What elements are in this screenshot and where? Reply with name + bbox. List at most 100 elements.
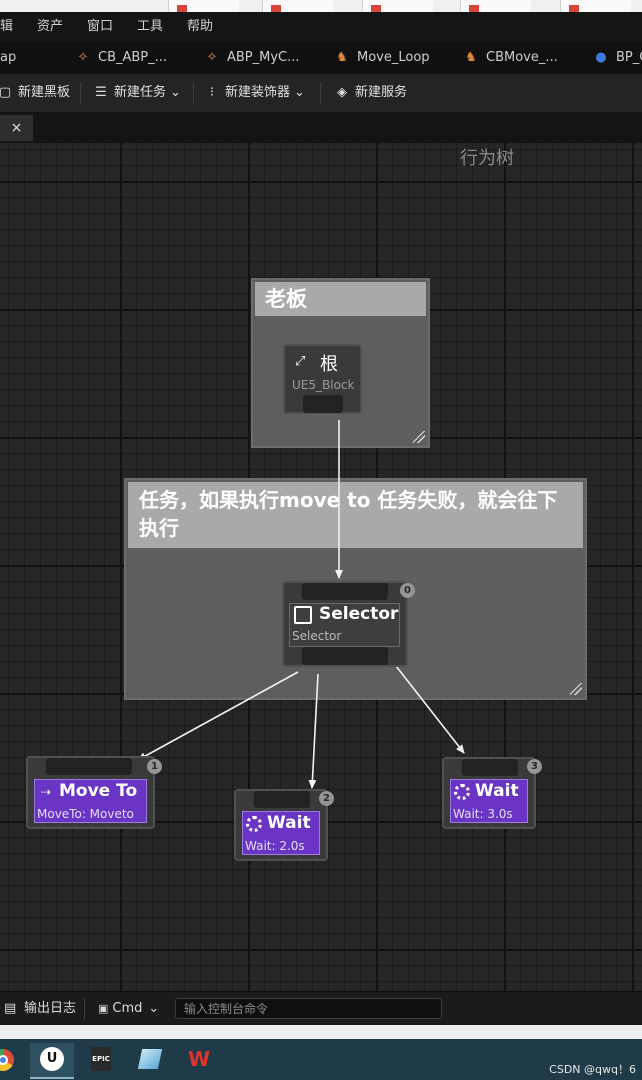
windows-taskbar: U EPIC W CSDN @qwq！6 xyxy=(0,1039,642,1080)
root-node[interactable]: ⤢ 根 UE5_Block xyxy=(283,344,362,414)
chevron-down-icon: ⌄ xyxy=(148,1001,160,1016)
selector-body: Selector Selector xyxy=(289,603,400,647)
asset-tab-label: CB_ABP_... xyxy=(98,50,168,65)
browser-tab[interactable] xyxy=(460,0,531,12)
menu-tools[interactable]: 工具 xyxy=(137,19,164,34)
execution-order-badge: 0 xyxy=(400,583,415,598)
comment-title: 老板 xyxy=(255,282,426,316)
task-title: Wait xyxy=(475,781,519,801)
task-list-icon: ☰ xyxy=(95,85,107,100)
wps-taskbar-button[interactable]: W xyxy=(177,1043,221,1077)
browser-tab[interactable] xyxy=(362,0,433,12)
animation-blueprint-icon: ✧ xyxy=(206,50,218,65)
resize-handle-icon[interactable] xyxy=(570,683,582,695)
new-service-label: 新建服务 xyxy=(355,85,408,100)
menu-bar: 辑 资产 窗口 工具 帮助 xyxy=(0,12,642,42)
root-icon: ⤢ xyxy=(295,354,306,369)
new-service-button[interactable]: ◈新建服务 xyxy=(333,74,407,112)
asset-tab[interactable]: ap xyxy=(0,42,36,74)
asset-tab-label: CBMove_... xyxy=(486,50,558,65)
new-task-label: 新建任务 xyxy=(114,85,167,100)
browser-tab-strip xyxy=(0,0,642,12)
epic-taskbar-button[interactable]: EPIC xyxy=(79,1043,123,1077)
task-title: Move To xyxy=(59,781,138,801)
new-decorator-label: 新建装饰器 xyxy=(225,85,291,100)
decorator-icon: ⁝ xyxy=(209,85,215,100)
unreal-taskbar-button[interactable]: U xyxy=(30,1043,74,1079)
menu-help[interactable]: 帮助 xyxy=(187,19,214,34)
terminal-icon: ▣ xyxy=(98,1002,109,1015)
chrome-taskbar-button[interactable] xyxy=(0,1043,24,1077)
output-log-button[interactable]: ▤输出日志 xyxy=(4,992,76,1026)
menu-window[interactable]: 窗口 xyxy=(87,19,114,34)
move-to-icon: ⇢ xyxy=(40,785,52,799)
close-icon[interactable]: × xyxy=(0,115,33,141)
toolbar: ▢新建黑板 ☰新建任务⌄ ⁝新建装饰器⌄ ◈新建服务 xyxy=(0,74,642,113)
behavior-tree-graph[interactable]: 行为树 老板 任务，如果执行move to 任务失败，就会往下执行 ⤢ 根 UE… xyxy=(0,143,642,991)
chevron-down-icon: ⌄ xyxy=(170,85,181,100)
toolbar-divider xyxy=(80,82,81,104)
task-subtitle: Wait: 3.0s xyxy=(453,807,513,821)
console-command-input[interactable]: 输入控制台命令 xyxy=(175,998,442,1019)
root-subtitle: UE5_Block xyxy=(292,378,355,392)
execution-order-badge: 3 xyxy=(527,759,542,774)
edge-selector-wait-2 xyxy=(308,673,319,789)
chrome-icon-center xyxy=(0,1055,8,1065)
asset-tab[interactable]: ● BP_C xyxy=(592,42,642,74)
task-node-wait[interactable]: Wait Wait: 2.0s xyxy=(234,789,328,861)
task-node-wait[interactable]: Wait Wait: 3.0s xyxy=(442,757,536,829)
wait-icon xyxy=(454,784,470,800)
character-blueprint-icon: ● xyxy=(595,50,607,65)
asset-tab[interactable]: ✧ CB_ABP_... xyxy=(74,42,184,74)
window-border xyxy=(0,1025,642,1039)
new-blackboard-button[interactable]: ▢ 新建黑板 xyxy=(0,74,70,112)
cmd-label: Cmd xyxy=(112,1001,143,1016)
asset-tab[interactable]: ♞ Move_Loop xyxy=(333,42,443,74)
new-blackboard-label: 新建黑板 xyxy=(18,85,71,100)
new-task-button[interactable]: ☰ 新建任务⌄ xyxy=(92,74,181,112)
asset-tab[interactable]: ✧ ABP_MyC... xyxy=(203,42,313,74)
task-node-moveto[interactable]: ⇢ Move To MoveTo: Moveto xyxy=(26,756,155,829)
status-divider xyxy=(84,998,85,1020)
document-tab-bar xyxy=(0,113,642,143)
root-title: 根 xyxy=(320,354,338,375)
output-pin[interactable] xyxy=(303,395,343,413)
menu-edit[interactable]: 辑 xyxy=(0,19,14,34)
resize-handle-icon[interactable] xyxy=(413,431,425,443)
execution-order-badge: 2 xyxy=(319,791,334,806)
blackboard-icon: ▢ xyxy=(0,85,12,100)
animation-icon: ♞ xyxy=(465,50,477,65)
edge-selector-moveto xyxy=(137,671,299,761)
csdn-icon xyxy=(271,5,281,12)
asset-tab[interactable]: ♞ CBMove_... xyxy=(462,42,572,74)
graph-edges xyxy=(137,420,465,789)
menu-asset[interactable]: 资产 xyxy=(37,19,64,34)
selector-node[interactable]: Selector Selector xyxy=(282,581,408,667)
output-log-label: 输出日志 xyxy=(24,1001,77,1016)
input-pin[interactable] xyxy=(46,758,132,775)
selector-title: Selector xyxy=(319,604,399,624)
asset-tab-bar: ap ✧ CB_ABP_... ✧ ABP_MyC... ♞ Move_Loop… xyxy=(0,42,642,74)
new-decorator-button[interactable]: ⁝ 新建装饰器⌄ xyxy=(203,74,305,112)
input-pin[interactable] xyxy=(254,791,310,808)
selector-icon xyxy=(294,606,312,624)
chevron-down-icon: ⌄ xyxy=(294,85,305,100)
status-bar: ▤输出日志 ▣Cmd ⌄ 输入控制台命令 xyxy=(0,991,642,1026)
app-taskbar-button[interactable] xyxy=(128,1043,172,1077)
epic-games-icon: EPIC xyxy=(91,1047,111,1071)
output-pin[interactable] xyxy=(302,647,388,665)
browser-tab[interactable] xyxy=(168,0,239,12)
cmd-dropdown[interactable]: ▣Cmd ⌄ xyxy=(98,992,159,1026)
selector-subtitle: Selector xyxy=(292,629,342,643)
browser-tab[interactable] xyxy=(560,0,631,12)
task-body: Wait Wait: 2.0s xyxy=(242,811,320,855)
task-title: Wait xyxy=(267,813,311,833)
input-pin[interactable] xyxy=(462,759,518,776)
input-pin[interactable] xyxy=(302,583,388,600)
animation-blueprint-icon: ✧ xyxy=(77,50,89,65)
task-subtitle: MoveTo: Moveto xyxy=(37,807,134,821)
toolbar-divider xyxy=(193,82,194,104)
csdn-icon xyxy=(177,5,187,12)
asset-tab-label: Move_Loop xyxy=(357,50,430,65)
browser-tab[interactable] xyxy=(262,0,333,12)
